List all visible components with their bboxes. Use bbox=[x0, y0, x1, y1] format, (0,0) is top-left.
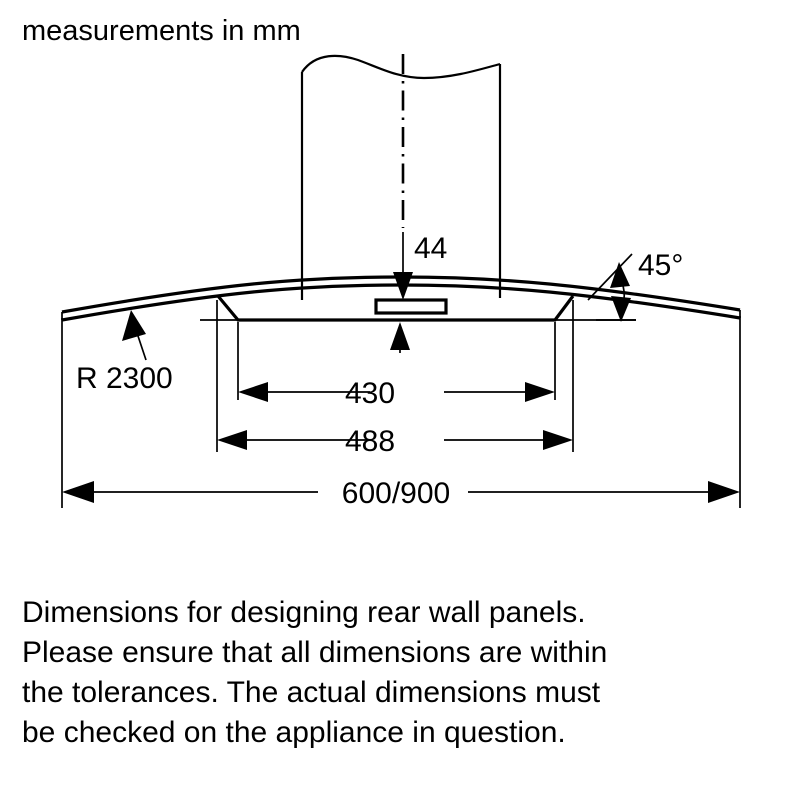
dimension-radius: R 2300 bbox=[76, 310, 173, 395]
footer-note-line-2: Please ensure that all dimensions are wi… bbox=[22, 636, 607, 669]
units-note-label: measurements in mm bbox=[22, 15, 301, 47]
dimension-angle: 45° bbox=[587, 249, 683, 322]
dim-overall-label: 600/900 bbox=[342, 477, 450, 510]
control-panel-strip bbox=[374, 298, 448, 315]
dimension-44: 44 bbox=[393, 232, 447, 300]
dim-430-arrowhead-left bbox=[238, 382, 268, 402]
dim-overall-arrowhead-right bbox=[708, 481, 740, 503]
dim-44-label: 44 bbox=[414, 232, 447, 265]
dim-488-arrowhead-right bbox=[543, 430, 573, 450]
footer-note-line-1: Dimensions for designing rear wall panel… bbox=[22, 596, 586, 629]
angle-arrowhead-top bbox=[610, 262, 630, 288]
dim-overall-arrowhead-left bbox=[62, 481, 94, 503]
underside-pointer-arrowhead bbox=[390, 322, 410, 350]
dim-488-arrowhead-left bbox=[217, 430, 247, 450]
footer-note-line-4: be checked on the appliance in question. bbox=[22, 716, 566, 749]
radius-label: R 2300 bbox=[76, 362, 173, 395]
dimension-488: 488 bbox=[217, 425, 573, 458]
hood-body-profile bbox=[216, 294, 575, 322]
angle-arrowhead-bottom bbox=[611, 296, 631, 322]
extension-lines bbox=[61, 300, 741, 508]
angle-reference-line bbox=[587, 253, 633, 301]
dim-430-arrowhead-right bbox=[525, 382, 555, 402]
radius-leader-arrowhead bbox=[122, 310, 146, 341]
dim-44-arrowhead bbox=[393, 272, 413, 300]
dimension-430: 430 bbox=[238, 377, 555, 410]
chimney-break-line bbox=[301, 54, 501, 80]
underside-pointer bbox=[390, 322, 410, 353]
footer-note-line-3: the tolerances. The actual dimensions mu… bbox=[22, 676, 601, 709]
dim-430-label: 430 bbox=[345, 377, 395, 410]
dimension-overall: 600/900 bbox=[62, 477, 740, 510]
dim-488-label: 488 bbox=[345, 425, 395, 458]
footer-note: Dimensions for designing rear wall panel… bbox=[22, 596, 607, 749]
angle-label: 45° bbox=[638, 249, 683, 282]
chimney-outline bbox=[300, 54, 502, 300]
